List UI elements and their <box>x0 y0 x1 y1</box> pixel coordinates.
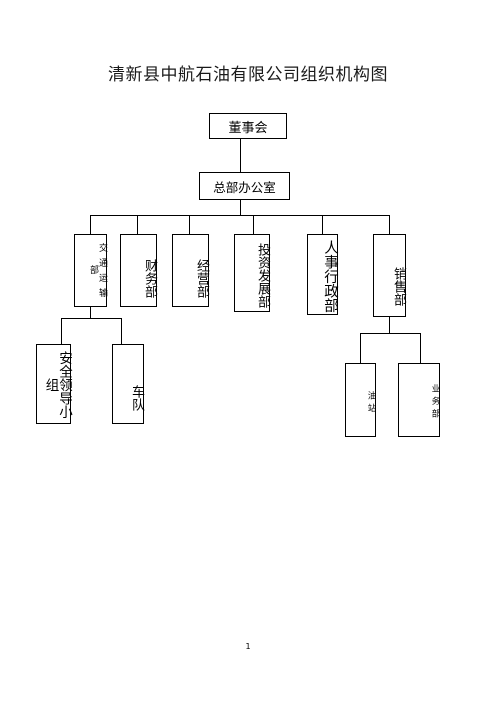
business-dept-box: 业务部 <box>398 363 440 437</box>
finance-dept-box: 财务部 <box>120 234 157 307</box>
drop-hr <box>322 215 323 235</box>
drop-investment <box>253 215 254 235</box>
connector-transport-sub <box>90 306 91 319</box>
dept-bus <box>90 215 390 216</box>
transport-dept-box: 交通运输部 <box>74 234 107 307</box>
connector-sales-sub <box>389 316 390 334</box>
board-box: 董事会 <box>209 113 287 139</box>
sales-sub-bus <box>360 333 421 334</box>
drop-operations <box>189 215 190 235</box>
connector-board-office <box>240 138 241 173</box>
drop-business <box>420 333 421 364</box>
connector-office-bus <box>240 199 241 216</box>
hr-admin-dept-box: 人事行政部 <box>307 234 338 315</box>
gas-station-box: 油站 <box>345 363 376 437</box>
drop-sales <box>389 215 390 235</box>
page-number: 1 <box>245 642 251 651</box>
safety-group-box: 安全领导小组 <box>36 344 72 424</box>
transport-sub-bus <box>61 318 122 319</box>
sales-dept-box: 销售部 <box>373 234 406 317</box>
drop-fleet <box>121 318 122 345</box>
fleet-box: 车队 <box>112 344 144 424</box>
drop-safety <box>61 318 62 345</box>
drop-transport <box>90 215 91 235</box>
drop-station <box>360 333 361 364</box>
chart-title: 清新县中航石油有限公司组织机构图 <box>108 65 388 85</box>
investment-dept-box: 投资发展部 <box>234 234 270 312</box>
drop-finance <box>137 215 138 235</box>
operations-dept-box: 经营部 <box>172 234 209 307</box>
hq-office-box: 总部办公室 <box>199 172 290 200</box>
